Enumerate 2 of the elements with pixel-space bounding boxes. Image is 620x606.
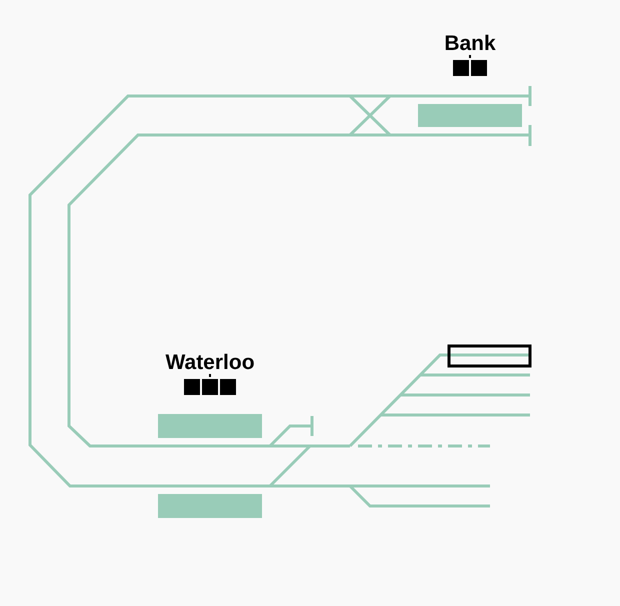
- station-name: Bank: [444, 32, 496, 56]
- station-name: Waterloo: [165, 351, 255, 375]
